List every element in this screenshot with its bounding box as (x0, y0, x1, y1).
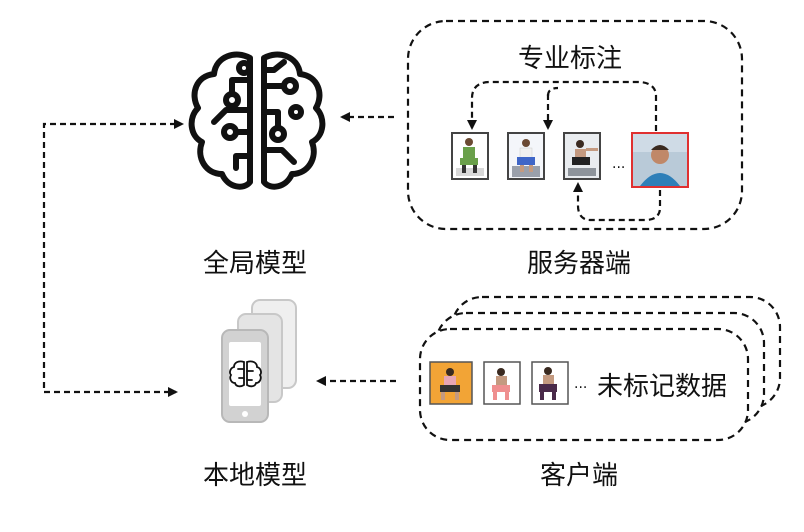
annotation-return-arrow (573, 182, 662, 222)
brain-circuit-icon (188, 51, 326, 190)
client-image-2 (483, 361, 521, 405)
client-ellipsis: ··· (574, 380, 587, 396)
server-label: 服务器端 (527, 249, 632, 279)
local-model-label: 本地模型 (203, 461, 308, 491)
unlabeled-data-label: 未标记数据 (597, 372, 728, 402)
client-label: 客户端 (540, 461, 619, 491)
client-image-1 (429, 361, 473, 405)
server-image-1 (451, 132, 489, 180)
server-ellipsis: ··· (612, 160, 625, 176)
global-local-sync-arrow (42, 119, 184, 397)
annotation-loop-arrow-2 (546, 86, 559, 97)
server-image-expert (631, 132, 689, 188)
server-image-3 (563, 132, 601, 180)
server-image-2 (507, 132, 545, 180)
client-image-3 (531, 361, 569, 405)
server-top-label: 专业标注 (518, 44, 623, 74)
global-model-label: 全局模型 (203, 249, 308, 279)
server-box (406, 19, 744, 231)
annotation-loop-arrow (467, 80, 658, 131)
stacked-phones-with-brain-icon (221, 299, 297, 423)
